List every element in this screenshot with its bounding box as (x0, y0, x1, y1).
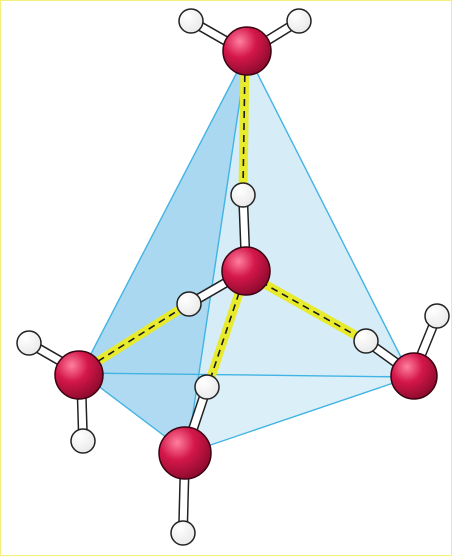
hydrogen-bonds (84, 58, 369, 388)
hydrogen-atom (286, 8, 312, 34)
hydrogen-atom (178, 8, 204, 34)
hydrogen-atom (230, 182, 256, 208)
hydrogen-bond-right (256, 277, 369, 345)
hydrogen-atom (176, 291, 202, 317)
tetrahedron-edge (80, 52, 248, 374)
oxygen-atoms (54, 26, 438, 480)
hydrogen-bond-top (238, 58, 250, 194)
oxygen-atom-right (390, 352, 438, 400)
hydrogen-bond-left (84, 301, 190, 372)
hydrogen-bond-front (204, 288, 244, 388)
hydrogen-atom (353, 328, 379, 354)
oxygen-atom-bottom (158, 426, 212, 480)
hydrogen-atom (170, 520, 196, 546)
hydrogen-atoms (16, 8, 450, 546)
tetrahedron-edge (80, 372, 412, 378)
oxygen-atom-left (54, 350, 104, 400)
tetrahedron-left-face (81, 53, 247, 453)
tetrahedron-edge (186, 376, 412, 454)
hydrogen-atom (424, 303, 450, 329)
oxygen-atom-center (221, 246, 271, 296)
hydrogen-atom (16, 330, 42, 356)
hydrogen-atom (194, 374, 220, 400)
hydrogen-atom (70, 428, 96, 454)
tetrahedron-edge (246, 52, 412, 378)
oxygen-atom-top (222, 26, 272, 76)
